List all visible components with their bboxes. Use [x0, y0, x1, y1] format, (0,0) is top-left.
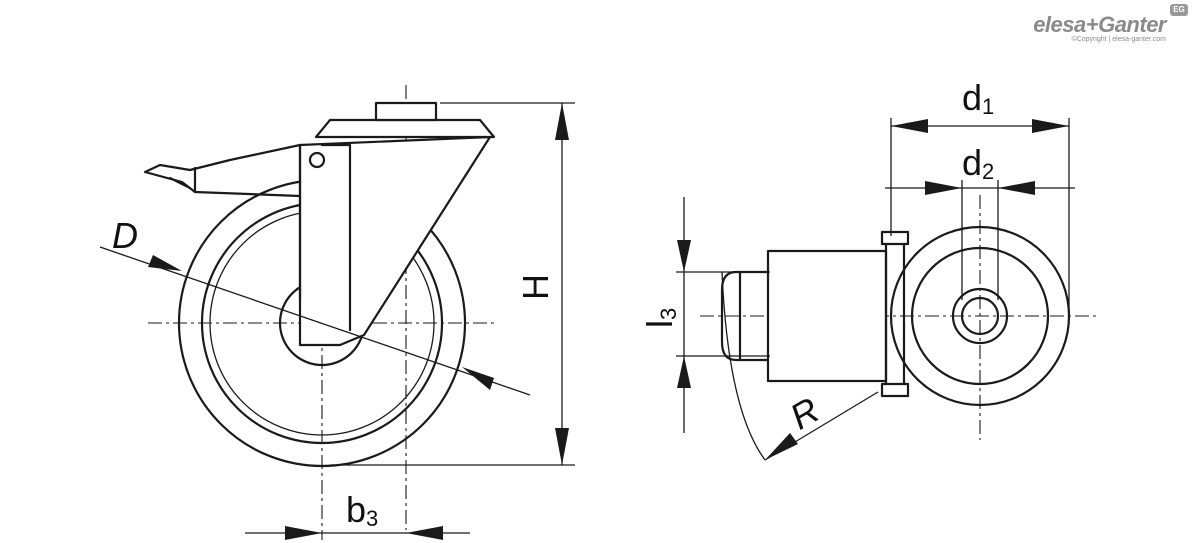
swivel-housing — [766, 249, 888, 383]
dim-d1-label: d1 — [962, 77, 994, 119]
brand-logo: elesa+Ganter ©Copyright | elesa-ganter.c… — [1033, 4, 1188, 43]
brand-badge: EG — [1170, 4, 1188, 16]
brake-lever — [143, 143, 302, 198]
dim-b3-label: b3 — [346, 489, 378, 531]
brand-name: elesa+Ganter — [1033, 12, 1166, 37]
front-wheel-inner — [910, 246, 1050, 386]
fork — [298, 135, 492, 347]
axle-nut-top — [880, 230, 910, 246]
dim-l3-label: l3 — [639, 308, 681, 328]
brand-copyright: ©Copyright | elesa-ganter.com — [1071, 36, 1166, 43]
dim-H-label: H — [515, 274, 556, 300]
side-view: D H b3 — [99, 85, 575, 540]
dim-R-label: R — [783, 389, 826, 438]
top-plate — [314, 118, 496, 139]
dim-D-label: D — [112, 215, 138, 256]
top-bolt — [374, 101, 438, 122]
front-hub — [951, 287, 1009, 345]
front-bore — [960, 296, 1000, 336]
front-view: R l3 d1 d2 — [639, 77, 1100, 461]
axle-nut-bottom — [880, 382, 910, 398]
brake-pivot — [308, 151, 326, 169]
dim-d2-label: d2 — [962, 142, 994, 184]
